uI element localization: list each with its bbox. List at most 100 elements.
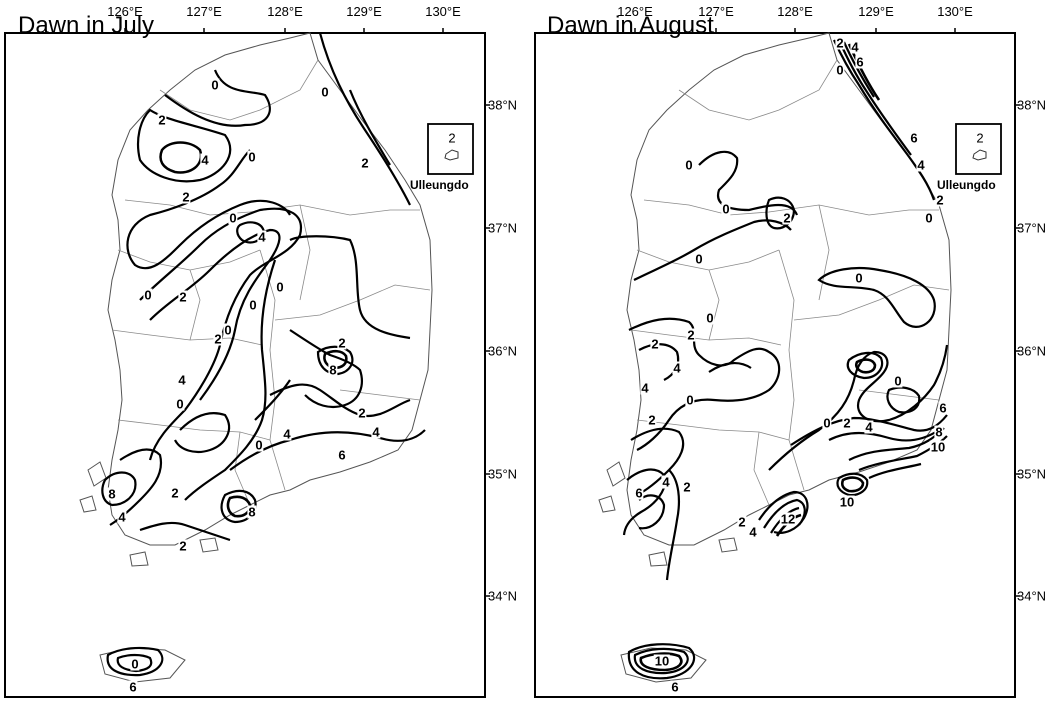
contour-label: 0 — [684, 157, 694, 173]
contour-label: 2 — [650, 336, 660, 352]
lat-tick-35: 35°N — [1017, 466, 1047, 482]
contour-label: 0 — [694, 251, 704, 267]
contour-label: 4 — [864, 419, 874, 435]
contour-label: 4 — [282, 426, 292, 442]
contour-label: 0 — [223, 322, 233, 338]
contour-label: 0 — [254, 437, 264, 453]
map-title: Dawn in July — [18, 12, 155, 39]
lat-tick-38: 38°N — [1017, 97, 1047, 113]
contour-label: 2 — [935, 192, 945, 208]
contour-label: 6 — [634, 485, 644, 501]
contour-label: 0 — [143, 287, 153, 303]
contour-label: 6 — [128, 679, 138, 695]
contour-label: 0 — [320, 84, 330, 100]
contour-label: 4 — [200, 152, 210, 168]
contour-label: 2 — [170, 485, 180, 501]
lon-tick-130: 130°E — [937, 4, 973, 19]
contour-label: 2 — [737, 514, 747, 530]
lat-tick-34: 34°N — [1017, 588, 1047, 604]
contour-label: 2 — [782, 210, 792, 226]
lon-tick-129: 129°E — [346, 4, 382, 19]
contour-label: 0 — [248, 297, 258, 313]
contour-label: 4 — [916, 157, 926, 173]
ulleungdo-label: Ulleungdo — [410, 178, 469, 192]
ulleungdo-inset — [427, 123, 474, 175]
contour-label: 2 — [357, 405, 367, 421]
ulleungdo-label: Ulleungdo — [937, 178, 996, 192]
contour-label: 2 — [157, 112, 167, 128]
contour-label: 2 — [686, 327, 696, 343]
lon-tick-129: 129°E — [858, 4, 894, 19]
lon-tick-128: 128°E — [267, 4, 303, 19]
contour-label: 10 — [929, 439, 947, 455]
contour-label: 2 — [337, 335, 347, 351]
contour-label: 4 — [640, 380, 650, 396]
ulleungdo-inset — [955, 123, 1002, 175]
contour-label: 12 — [779, 511, 797, 527]
contour-label: 4 — [661, 474, 671, 490]
contour-label: 10 — [838, 494, 856, 510]
contour-label: 2 — [178, 538, 188, 554]
contour-label: 2 — [178, 289, 188, 305]
contour-label: 2 — [842, 415, 852, 431]
contour-label: 4 — [371, 424, 381, 440]
lon-tick-127: 127°E — [186, 4, 222, 19]
lat-tick-38: 38°N — [488, 97, 518, 113]
inset-contour-value: 2 — [976, 130, 984, 146]
province-boundaries — [630, 59, 950, 506]
contour-label: 2 — [360, 155, 370, 171]
contour-label: 6 — [337, 447, 347, 463]
map-panel-july: 126°E 127°E 128°E 129°E 130°E 38°N 37°N … — [4, 4, 518, 698]
lat-tick-37: 37°N — [1017, 220, 1047, 236]
lat-tick-36: 36°N — [488, 343, 518, 359]
contour-label: 0 — [705, 310, 715, 326]
map-canvas-august — [534, 28, 1020, 698]
contour-label: 2 — [213, 331, 223, 347]
contour-label: 2 — [647, 412, 657, 428]
map-canvas-july — [4, 28, 490, 698]
lon-tick-128: 128°E — [777, 4, 813, 19]
map-frame — [534, 28, 1020, 698]
contour-label: 4 — [850, 39, 860, 55]
contour-label: 8 — [328, 362, 338, 378]
contour-label: 6 — [909, 130, 919, 146]
contour-label: 6 — [670, 679, 680, 695]
lon-tick-130: 130°E — [425, 4, 461, 19]
contour-label: 2 — [835, 35, 845, 51]
lon-tick-127: 127°E — [698, 4, 734, 19]
map-frame — [4, 28, 490, 698]
contour-label: 0 — [175, 396, 185, 412]
contour-lines — [622, 39, 949, 680]
contour-label: 0 — [822, 415, 832, 431]
lat-tick-37: 37°N — [488, 220, 518, 236]
inset-contour-value: 2 — [448, 130, 456, 146]
contour-label: 4 — [177, 372, 187, 388]
contour-label: 0 — [247, 149, 257, 165]
contour-label: 10 — [653, 653, 671, 669]
contour-label: 8 — [934, 424, 944, 440]
contour-label: 0 — [210, 77, 220, 93]
contour-label: 4 — [672, 360, 682, 376]
contour-lines — [101, 32, 426, 677]
contour-label: 6 — [938, 400, 948, 416]
contour-label: 4 — [748, 524, 758, 540]
lon-tick-126: 126°E — [107, 4, 143, 19]
contour-label: 0 — [130, 656, 140, 672]
lat-tick-35: 35°N — [488, 466, 518, 482]
contour-label: 6 — [855, 54, 865, 70]
contour-label: 0 — [893, 373, 903, 389]
contour-label: 8 — [247, 504, 257, 520]
map-panel-august: 126°E 127°E 128°E 129°E 130°E 38°N 37°N … — [529, 0, 1059, 701]
contour-label: 0 — [275, 279, 285, 295]
lon-tick-126: 126°E — [617, 4, 653, 19]
contour-label: 2 — [682, 479, 692, 495]
contour-label: 8 — [107, 486, 117, 502]
contour-label: 0 — [924, 210, 934, 226]
contour-label: 0 — [721, 201, 731, 217]
map-title: Dawn in August — [547, 12, 714, 39]
contour-label: 4 — [117, 509, 127, 525]
contour-label: 0 — [835, 62, 845, 78]
contour-label: 0 — [854, 270, 864, 286]
korea-coastline — [79, 32, 433, 683]
contour-label: 4 — [257, 229, 267, 245]
